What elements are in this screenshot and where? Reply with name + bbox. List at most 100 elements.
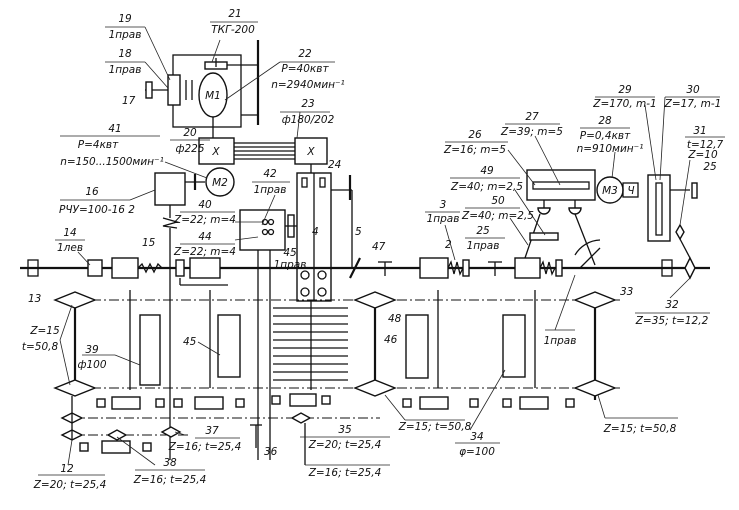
label-41-spec2: n=150...1500мин⁻¹ [60,156,164,168]
label-5-num: 5 [355,226,362,238]
label-14-num: 14 [63,227,76,239]
label-chain-left-spec: Z=15 [29,325,60,337]
label-17-num: 17 [122,95,136,107]
label-21-spec: ТКГ-200 [211,24,255,36]
label-33-num: 33 [620,286,633,298]
motor-m2-assembly: M2 [154,167,235,460]
label-23-num: 23 [301,98,314,110]
label-50-num: 50 [491,195,505,207]
label-37-num: 37 [205,425,219,437]
label-47-num: 47 [372,241,386,253]
label-14-spec: 1лев [57,242,83,254]
label-28-num: 28 [598,115,612,127]
motor-m3-assembly: M3 Ч [596,174,698,259]
lower-clutches [79,393,575,454]
label-32-spec: Z=35; t=12,2 [635,315,709,327]
label-25-num: 25 [476,225,490,237]
motor-m3-label: M3 [602,185,618,197]
gearbox-27 [524,169,596,266]
roller-45 [217,314,241,378]
label-16-num: 16 [85,186,99,198]
label-16-spec: РЧУ=100-16 2 [59,204,135,216]
label-19-num: 19 [118,13,132,25]
pulley-23-mark: X [306,146,315,158]
worm-gear-label: Ч [627,185,634,197]
label-18-num: 18 [118,48,132,60]
vertical-column [296,172,353,302]
label-34-spec: φ=100 [459,446,495,458]
label-20-spec: ф225 [175,143,204,155]
handwheel-17[interactable] [145,81,153,99]
label-29-num: 29 [618,84,632,96]
label-19-spec: 1прав [109,29,142,41]
label-32-num: 32 [665,299,679,311]
roller-46 [405,314,429,379]
label-21-num: 21 [228,8,241,20]
label-12-num: 12 [60,463,74,475]
label-26-num: 26 [468,129,482,141]
label-35-num: 35 [338,424,352,436]
label-49-num: 49 [480,165,494,177]
label-chain-right-spec: Z=15; t=50,8 [603,423,677,435]
label-chain-mid-spec: Z=15; t=50,8 [398,421,472,433]
label-27-num: 27 [525,111,539,123]
label-28-spec: P=0,4квт [580,130,631,142]
motor-m1-label: M1 [205,90,221,102]
label-49-spec: Z=40; m=2,5 [450,181,523,193]
label-42-spec: 1прав [254,184,287,196]
label-1prav-spec: 1прав [544,335,577,347]
label-38-spec: Z=16; t=25,4 [133,474,207,486]
label-13-num: 13 [28,293,41,305]
conveyor-bed [273,300,348,390]
label-23-spec: ф180/202 [282,114,335,126]
label-50-spec: Z=40; m=2,5 [461,210,534,222]
label-15-num: 15 [142,237,156,249]
label-31-num: 31 [693,125,706,137]
pulley-20-mark: X [211,146,220,158]
label-22-spec: P=40квт [281,63,329,75]
motor-m1-assembly: M1 [145,40,260,138]
label-22-num: 22 [298,48,312,60]
label-chain-left-spec2: t=50,8 [22,341,59,353]
label-42-num: 42 [263,168,277,180]
label-37-spec: Z=16; t=25,4 [168,441,242,453]
label-35-spec: Z=20; t=25,4 [308,439,382,451]
label-46-num: 46 [384,334,398,346]
label-20-num: 20 [183,127,197,139]
label-30-num: 30 [686,84,700,96]
label-39-num: 39 [85,344,99,356]
label-22-spec2: n=2940мин⁻¹ [271,79,345,91]
roller-34 [502,314,526,378]
main-shaft [20,239,710,286]
label-44-spec: Z=22; m=4 [173,246,236,258]
label-39-spec: ф100 [77,359,106,371]
label-3-spec: 1прав [427,213,460,225]
motor-m2-label: M2 [212,177,228,189]
chain-drives [53,291,620,465]
label-40-spec: Z=22; m=4 [173,214,236,226]
label-36-num: 36 [264,446,278,458]
annotations: 19 1прав 18 1прав 17 21 ТКГ-200 22 P=40к… [22,8,724,491]
label-3-num: 3 [440,199,447,211]
label-31-spec: t=12,7 [687,139,724,151]
label-26-spec: Z=16; m=5 [443,144,506,156]
label-18-spec: 1прав [109,64,142,76]
rollers [129,290,536,390]
label-40-num: 40 [198,199,212,211]
handle-25[interactable] [691,182,698,199]
label-38-num: 38 [163,457,177,469]
label-30-spec: Z=17, m-1 [664,98,722,110]
label-48-num: 48 [388,313,402,325]
label-34-num: 34 [470,431,483,443]
label-29-spec: Z=170, m-1 [592,98,656,110]
label-45b-num: 45 [183,336,197,348]
label-44-num: 44 [198,231,211,243]
label-28-spec2: n=910мин⁻¹ [577,143,644,155]
label-24-num: 24 [328,159,341,171]
label-4-num: 4 [312,226,319,238]
label-41-spec: P=4квт [78,139,119,151]
label-27-spec: Z=39; m=5 [500,126,563,138]
leader-lines [38,21,725,476]
label-31-spec2: Z=10 [687,149,718,161]
